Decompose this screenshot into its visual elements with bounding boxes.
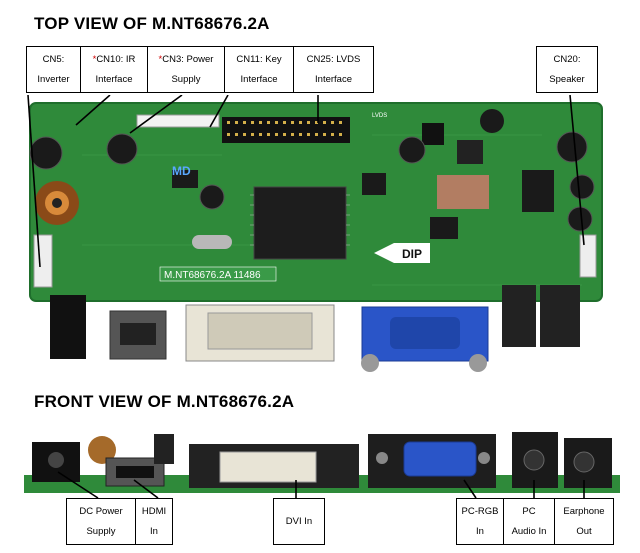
label-cn3-power: *CN3: Power Supply bbox=[147, 46, 225, 93]
lvds-header bbox=[222, 117, 350, 143]
dc-jack bbox=[50, 295, 86, 359]
cn3-header bbox=[136, 114, 220, 128]
top-view-board-photo: LVDS MD M.NT68676.2A 11486 DIP bbox=[27, 95, 603, 372]
dip-arrow bbox=[374, 243, 430, 263]
label-dvi-in: DVI In bbox=[273, 498, 325, 545]
board-model-text: M.NT68676.2A 11486 bbox=[164, 270, 261, 281]
label-cn11-key: CN11: Key Interface bbox=[224, 46, 294, 93]
lvds-silkscreen: LVDS bbox=[372, 113, 387, 119]
label-cn25-lvds: CN25: LVDS Interface bbox=[293, 46, 374, 93]
label-hdmi-in: HDMI In bbox=[135, 498, 173, 545]
label-dc-power: DC Power Supply bbox=[66, 498, 136, 545]
top-view-title: TOP VIEW OF M.NT68676.2A bbox=[34, 14, 270, 33]
label-cn20-speaker: CN20: Speaker bbox=[536, 46, 598, 93]
front-view-board-photo bbox=[24, 432, 620, 499]
audio-jack-top bbox=[502, 285, 536, 347]
label-pc-rgb-in: PC-RGB In bbox=[456, 498, 504, 545]
label-pc-audio-in: PC Audio In bbox=[503, 498, 555, 545]
board-logo: MD bbox=[172, 164, 191, 178]
main-ic bbox=[253, 186, 347, 260]
earphone-jack-top bbox=[540, 285, 580, 347]
dip-text: DIP bbox=[402, 247, 422, 261]
label-earphone-out: Earphone Out bbox=[554, 498, 614, 545]
label-cn10-ir: *CN10: IR Interface bbox=[80, 46, 148, 93]
label-cn5-inverter: CN5: Inverter bbox=[26, 46, 81, 93]
front-view-title: FRONT VIEW OF M.NT68676.2A bbox=[34, 392, 295, 411]
